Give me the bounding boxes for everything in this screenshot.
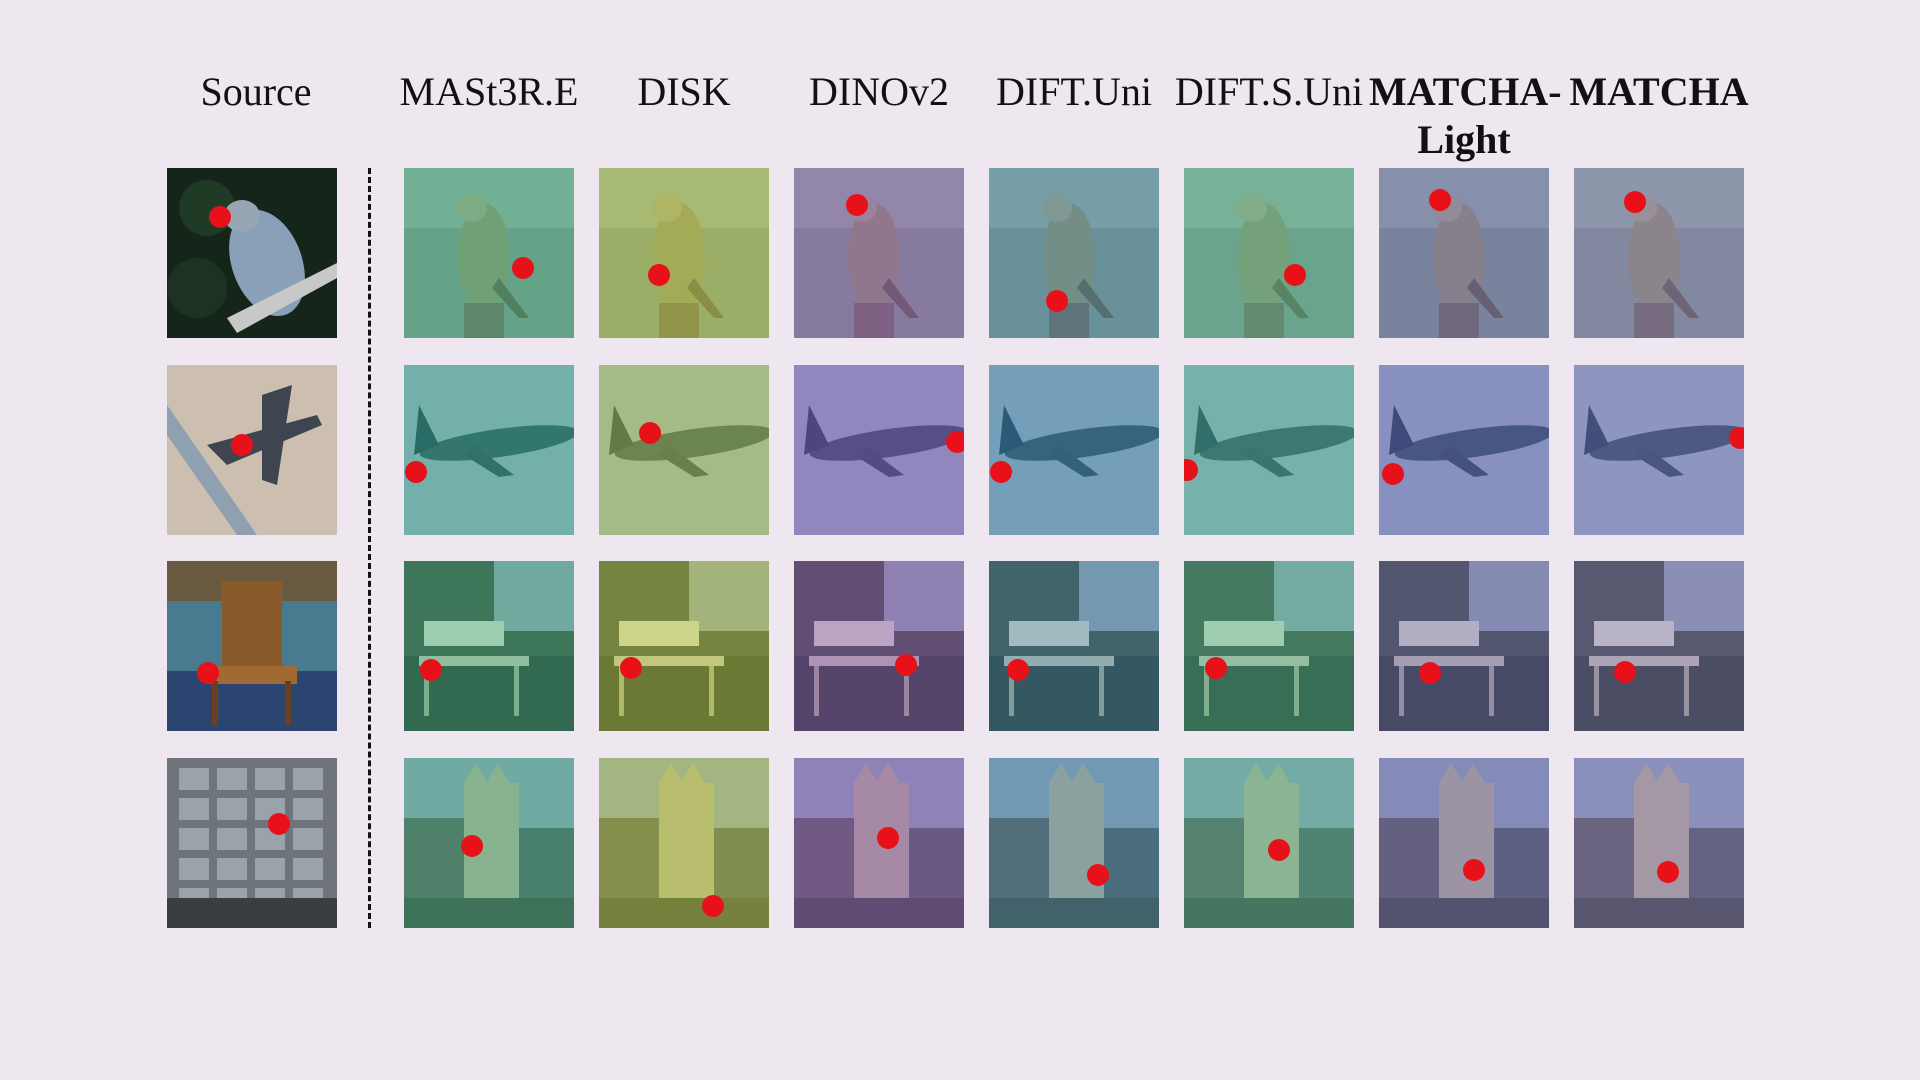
match-point-marker: [876, 826, 899, 849]
source-image-chair: [167, 561, 337, 731]
match-point-marker: [989, 461, 1012, 484]
source-image-building: [167, 758, 337, 928]
match-point-marker: [420, 658, 443, 681]
heatmap-chair-method-2: [794, 561, 964, 731]
match-point-marker: [1656, 860, 1679, 883]
header-method-5: MATCHA- Light: [1369, 69, 1562, 162]
header-method-3: DIFT.Uni: [996, 69, 1152, 114]
match-point-marker: [1046, 289, 1068, 312]
match-point-marker: [1624, 191, 1647, 213]
match-point-marker: [1429, 189, 1452, 212]
header-method-6: MATCHA: [1569, 69, 1749, 114]
heatmap-chair-method-1: [599, 561, 769, 731]
heatmap-bird-method-2: [794, 168, 964, 338]
heatmap-bird-method-4: [1184, 168, 1354, 338]
source-image-airplane: [167, 365, 337, 535]
match-point-marker: [1205, 657, 1228, 680]
source-image-bird: [167, 168, 337, 338]
match-point-marker: [1729, 427, 1744, 450]
match-point-marker: [1184, 459, 1199, 482]
heatmap-building-method-1: [599, 758, 769, 928]
query-point-marker: [230, 433, 253, 456]
header-method-2: DINOv2: [809, 69, 949, 114]
heatmap-airplane-method-6: [1574, 365, 1744, 535]
heatmap-chair-method-6: [1574, 561, 1744, 731]
match-point-marker: [639, 422, 661, 444]
header-method-0: MASt3R.E: [399, 69, 579, 114]
header-method-4: DIFT.S.Uni: [1174, 69, 1364, 114]
heatmap-airplane-method-2: [794, 365, 964, 535]
heatmap-bird-method-1: [599, 168, 769, 338]
query-point-marker: [196, 662, 219, 685]
query-point-marker: [208, 206, 231, 229]
heatmap-building-method-0: [404, 758, 574, 928]
heatmap-airplane-method-0: [404, 365, 574, 535]
match-point-marker: [701, 894, 724, 917]
heatmap-building-method-5: [1379, 758, 1549, 928]
match-point-marker: [1268, 838, 1291, 861]
heatmap-airplane-method-4: [1184, 365, 1354, 535]
dashed-divider: [368, 168, 371, 928]
match-point-marker: [404, 461, 427, 484]
match-point-marker: [620, 657, 643, 680]
match-point-marker: [1614, 660, 1636, 683]
heatmap-building-method-4: [1184, 758, 1354, 928]
heatmap-bird-method-0: [404, 168, 574, 338]
heatmap-airplane-method-3: [989, 365, 1159, 535]
match-point-marker: [845, 194, 868, 217]
heatmap-airplane-method-5: [1379, 365, 1549, 535]
match-point-marker: [1419, 662, 1441, 685]
heatmap-airplane-method-1: [599, 365, 769, 535]
heatmap-bird-method-6: [1574, 168, 1744, 338]
match-point-marker: [512, 257, 534, 280]
header-method-1: DISK: [637, 69, 731, 114]
heatmap-chair-method-0: [404, 561, 574, 731]
match-point-marker: [946, 430, 964, 453]
heatmap-building-method-6: [1574, 758, 1744, 928]
match-point-marker: [461, 835, 483, 858]
match-point-marker: [647, 264, 670, 287]
header-source: Source: [200, 69, 312, 114]
match-point-marker: [1463, 859, 1486, 882]
match-point-marker: [895, 653, 918, 676]
match-point-marker: [1283, 264, 1306, 287]
query-point-marker: [268, 813, 291, 836]
heatmap-bird-method-5: [1379, 168, 1549, 338]
heatmap-bird-method-3: [989, 168, 1159, 338]
heatmap-chair-method-5: [1379, 561, 1549, 731]
heatmap-building-method-2: [794, 758, 964, 928]
match-point-marker: [1381, 462, 1404, 485]
match-point-marker: [1006, 658, 1029, 681]
heatmap-chair-method-4: [1184, 561, 1354, 731]
heatmap-building-method-3: [989, 758, 1159, 928]
match-point-marker: [1086, 864, 1109, 887]
heatmap-chair-method-3: [989, 561, 1159, 731]
